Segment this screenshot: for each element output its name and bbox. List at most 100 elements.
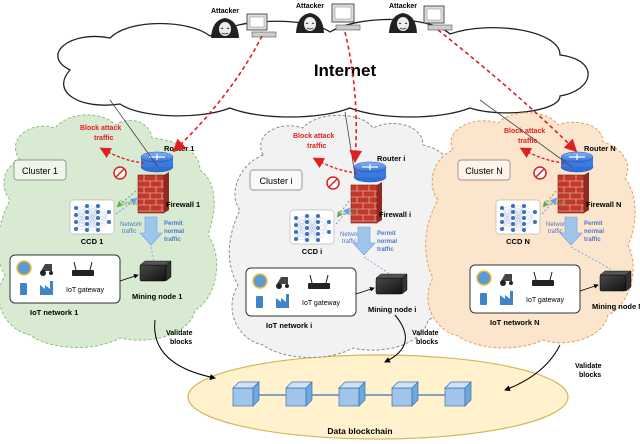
firewall-icon [557, 172, 589, 214]
permit-arrow [352, 226, 376, 256]
permit-label: normal [164, 229, 184, 235]
mining-node-icon [375, 277, 403, 295]
permit-arrow [139, 216, 163, 246]
computer-icon [331, 3, 361, 31]
block-attack-label: Block attack [293, 133, 334, 140]
mining-node-label: Mining node N [592, 302, 640, 311]
network-traffic-label: traffic [122, 229, 137, 235]
block-cube-icon [391, 381, 419, 407]
internet-cloud: Internet [57, 18, 589, 118]
gateway-icon [308, 283, 330, 289]
router-icon [140, 151, 174, 173]
internet-link [344, 111, 356, 176]
permit-label: traffic [377, 247, 394, 253]
iot-gateway-label: IoT gateway [302, 300, 341, 307]
router-label: Router 1 [164, 144, 194, 153]
block-cube-icon [232, 381, 260, 407]
gateway-icon [532, 280, 554, 286]
validate-arrow [154, 319, 216, 380]
iot-network-label: IoT network i [266, 321, 312, 330]
block-cube-icon [285, 381, 313, 407]
network-traffic-label: Network [546, 222, 569, 228]
cluster-title: Cluster N [465, 166, 503, 176]
validate-label: Validate [412, 330, 439, 337]
validate-arrow [384, 314, 406, 363]
block-cube-icon [338, 381, 366, 407]
network-traffic-arrow [115, 197, 138, 215]
neural-network-icon [495, 199, 541, 235]
hacker-icon [211, 18, 239, 38]
blocked-arrow [312, 157, 358, 174]
attacker-1: Attacker [211, 8, 277, 38]
gateway-icon [72, 270, 94, 276]
tractor-icon [41, 264, 52, 271]
mining-node-icon [599, 274, 627, 292]
attacker-label: Attacker [389, 3, 417, 10]
control-arrow [542, 190, 557, 208]
network-traffic-label: traffic [548, 229, 563, 235]
mining-node-icon-top [139, 260, 172, 266]
block-attack-label: traffic [307, 143, 327, 150]
mining-node-icon-side [401, 273, 408, 295]
permit-label: Permit [377, 231, 396, 237]
permit-to-miner-line [570, 246, 615, 272]
data-blockchain: Data blockchain [187, 354, 569, 440]
validate-label: blocks [579, 372, 601, 379]
attack-path [172, 35, 263, 153]
permit-label: traffic [584, 237, 601, 243]
ccd-label: CCD N [506, 237, 530, 246]
attacker-3: Attacker [389, 3, 453, 33]
smart-home-icon [252, 273, 268, 289]
iot-network-label: IoT network 1 [30, 308, 78, 317]
gateway-to-miner-arrow [119, 273, 139, 282]
permit-label: traffic [164, 237, 181, 243]
ccd-label: CCD 1 [81, 237, 104, 246]
iot-network-box: IoT gateway [469, 264, 581, 314]
block-cube-icon [444, 381, 472, 407]
network-traffic-label: Network [340, 232, 363, 238]
permit-label: Permit [164, 221, 183, 227]
smart-home-icon [476, 270, 492, 286]
cluster-title-box: Cluster N [457, 159, 511, 181]
iot-network-label: IoT network N [490, 318, 540, 327]
mining-node-icon-side [625, 270, 632, 292]
control-label: Control [118, 201, 138, 207]
mining-node-label: Mining node i [368, 305, 416, 314]
no-entry-icon [113, 166, 127, 180]
router-icon [353, 161, 387, 183]
hacker-icon [389, 13, 417, 33]
network-traffic-arrow [335, 207, 351, 225]
internet-label: Internet [314, 61, 377, 80]
block-attack-label: traffic [518, 138, 538, 145]
permit-label: normal [377, 239, 397, 245]
network-traffic-label: traffic [342, 239, 357, 245]
iot-network-box: IoT gateway [9, 254, 121, 304]
ccd-label: CCD i [302, 247, 322, 256]
smart-home-icon [16, 260, 32, 276]
blocked-arrow [99, 147, 145, 164]
network-traffic-arrow [541, 197, 558, 215]
blocked-arrow [519, 147, 565, 164]
factory-icon [500, 291, 513, 305]
neural-network-icon [289, 209, 335, 245]
control-label: Control [338, 211, 358, 217]
block-attack-label: Block attack [80, 125, 121, 132]
factory-icon [276, 294, 289, 308]
internet-link [479, 99, 573, 168]
cluster-title-box: Cluster 1 [13, 159, 67, 181]
validate-label: blocks [416, 339, 438, 346]
factory-icon [40, 281, 53, 295]
mining-node-icon-side [165, 260, 172, 282]
iot-gateway-label: IoT gateway [66, 287, 105, 294]
router-label: Router N [584, 144, 616, 153]
permit-label: Permit [584, 221, 603, 227]
mining-node-icon-top [375, 273, 408, 279]
no-entry-icon [533, 166, 547, 180]
control-label: Control [544, 201, 564, 207]
neural-network-icon [69, 199, 115, 235]
firewall-label: Firewall N [586, 200, 621, 209]
phone-icon [256, 296, 263, 308]
